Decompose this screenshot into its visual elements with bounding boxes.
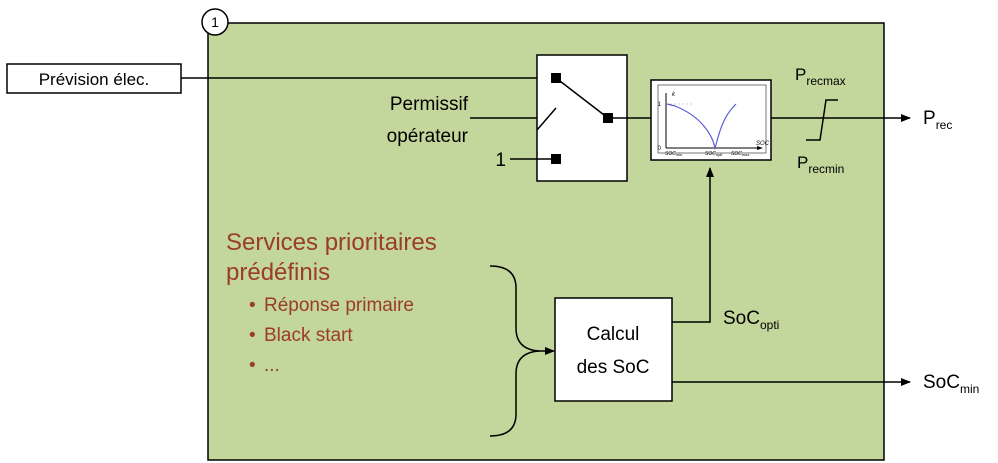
soc-curve-x-label: SOC: [756, 141, 770, 147]
prec-output-label: Prec: [923, 108, 952, 132]
forecast-input-box: [6, 63, 182, 94]
socmin-output-label: SoCmin: [923, 372, 979, 396]
services-bullet-1: •: [249, 295, 256, 316]
block-number-circle: [201, 8, 229, 36]
permissive-contact: [536, 107, 557, 131]
soc-curve-plot-area: [657, 84, 767, 154]
services-title-line2: prédéfinis: [226, 259, 330, 286]
services-item-3: ...: [264, 355, 280, 376]
socopti-feedback-line: [672, 167, 714, 323]
soc-calc-label-line2: des SoC: [577, 357, 650, 378]
permissive-label-line2: opérateur: [387, 126, 469, 147]
soc-curve-x-arrow: [757, 146, 763, 150]
services-title-line1: Services prioritaires: [226, 229, 437, 256]
rate-limiter-symbol: [806, 99, 838, 141]
socopti-label: SoCopti: [723, 308, 779, 332]
block-number: 1: [211, 14, 219, 30]
constant-input-label: 1: [495, 150, 506, 171]
soc-curve-k-tick: 1: [658, 102, 662, 108]
services-item-1: Réponse primaire: [264, 295, 414, 316]
soc-calc-label-line1: Calcul: [587, 324, 640, 345]
soc-curve-line: [666, 103, 737, 151]
services-bullet-3: •: [249, 355, 256, 376]
switch-blade: [555, 77, 609, 119]
services-bullet-2: •: [249, 325, 256, 346]
soc-curve-socmin-tick: SOCmin: [665, 151, 683, 157]
soc-curve-socopti-tick: SOCopti: [705, 151, 722, 157]
soc-curve-k-label: k: [672, 92, 676, 98]
soc-curve-origin: 0: [658, 146, 662, 152]
forecast-input-label: Prévision élec.: [39, 70, 150, 89]
services-item-2: Black start: [264, 325, 353, 346]
precmax-label: Precmax: [795, 65, 846, 88]
soc-curve-socmax-tick: SOCmax: [731, 151, 750, 157]
precmin-label: Precmin: [797, 153, 844, 176]
permissive-label-line1: Permissif: [390, 94, 469, 115]
soc-calc-block: [554, 297, 673, 402]
